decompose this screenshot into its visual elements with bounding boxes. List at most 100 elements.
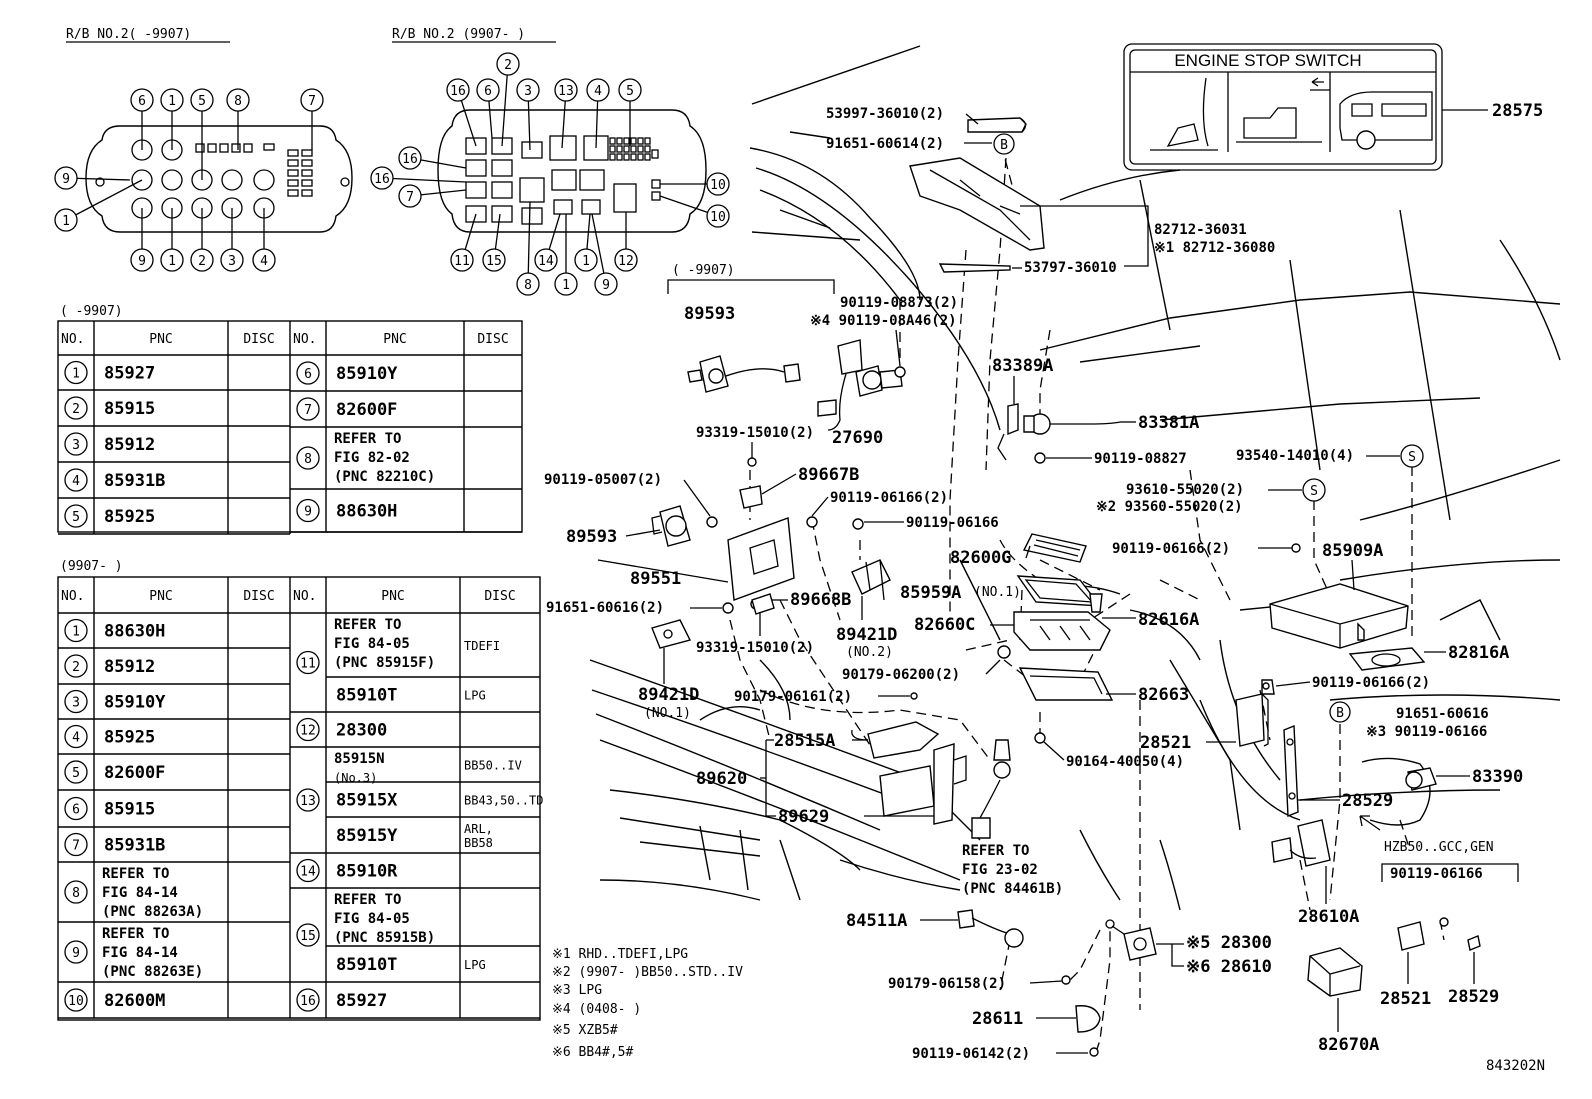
rb-old-callout-10-number: 2 bbox=[198, 254, 206, 269]
table-new-right-group-3-no: 13 bbox=[296, 788, 320, 812]
ref-marker-b-top bbox=[993, 133, 1015, 155]
engine-stop-switch-label: ENGINE STOP SWITCH 28575 bbox=[1123, 43, 1543, 171]
table-old-right-row-4-pnc: 88630H bbox=[336, 502, 397, 522]
label-89421d-no1-sub: (NO.1) bbox=[644, 706, 691, 721]
table-old-left-row-5-no: 5 bbox=[64, 504, 88, 528]
label-90179-06200: 90179-06200(2) bbox=[842, 667, 960, 683]
table-new-right-group-6-no: 16 bbox=[296, 988, 320, 1012]
label-82616a: 82616A bbox=[1138, 610, 1199, 630]
rb-new-callout-9-number: 16 bbox=[374, 172, 390, 187]
ref-marker-b-top-text: B bbox=[1000, 138, 1008, 153]
rb-old-callout-12-number: 4 bbox=[260, 254, 268, 269]
label-90119-08873: 90119-08873(2) bbox=[840, 295, 958, 311]
label-82712-36080: ※1 82712-36080 bbox=[1154, 240, 1275, 256]
table-new-right-row-9-pnc: 85910T bbox=[336, 955, 397, 975]
label-28611: 28611 bbox=[972, 1009, 1023, 1029]
table-new-left-row-8-no-number: 8 bbox=[72, 886, 80, 901]
table-old-right-row-3-pnc-line-2: FIG 82-02 bbox=[334, 450, 410, 466]
rb-new-callout-19-number: 9 bbox=[602, 278, 610, 293]
rb-new-callout-7-number: 5 bbox=[626, 84, 634, 99]
label-91651-60614: 91651-60614(2) bbox=[826, 136, 944, 152]
rb-new-callout-17: 1 bbox=[554, 272, 578, 296]
rb-old-callout-11: 3 bbox=[220, 248, 244, 272]
rb-old-callout-1: 6 bbox=[130, 88, 154, 112]
label-82663: 82663 bbox=[1138, 685, 1189, 705]
label-27690: 27690 bbox=[832, 428, 883, 448]
label-90119-06166-e: ※3 90119-06166 bbox=[1366, 724, 1487, 740]
table-new-right-row-4-pnc-line-1: 85915N bbox=[334, 751, 385, 767]
label-93540-14010: 93540-14010(4) bbox=[1236, 448, 1354, 464]
table-old-right-group-1-no-number: 6 bbox=[304, 367, 312, 382]
table-old-right-group-3-no: 8 bbox=[296, 446, 320, 470]
label-28515a: 28515A bbox=[774, 731, 835, 751]
rb-new-callout-10-number: 7 bbox=[406, 190, 414, 205]
table-old-header-5: PNC bbox=[383, 332, 406, 347]
table-new-right-row-2-pnc: 85910T bbox=[336, 686, 397, 706]
rb-new-callout-14-number: 15 bbox=[486, 254, 502, 269]
label-82816a: 82816A bbox=[1448, 643, 1509, 663]
label-82712-36031: 82712-36031 bbox=[1154, 222, 1247, 238]
table-new-right-row-5-disc: BB43,50..TD bbox=[464, 794, 543, 808]
table-old-left-row-2-no: 2 bbox=[64, 396, 88, 420]
table-old-left-row-4-pnc: 85931B bbox=[104, 471, 165, 491]
table-new-left-row-7-pnc: 85931B bbox=[104, 836, 165, 856]
table-old-left-row-5-no-number: 5 bbox=[72, 510, 80, 525]
rb-old-callout-5: 7 bbox=[300, 88, 324, 112]
label-89668b: 89668B bbox=[790, 590, 851, 610]
table-new-left-row-1-no: 1 bbox=[64, 618, 88, 643]
label-28300: ※5 28300 bbox=[1186, 933, 1272, 953]
note-2: ※2 (9907- )BB50..STD..IV bbox=[552, 965, 743, 980]
rb-old-callout-11-number: 3 bbox=[228, 254, 236, 269]
table-old-right-group-4-no-number: 9 bbox=[304, 505, 312, 520]
label-refer-fig-23-02-l3: (PNC 84461B) bbox=[962, 881, 1063, 897]
label-90119-06142: 90119-06142(2) bbox=[912, 1046, 1030, 1062]
rb-new-callout-3-number: 6 bbox=[484, 84, 492, 99]
table-old-left-row-3-no-number: 3 bbox=[72, 438, 80, 453]
rb-old-callout-10: 2 bbox=[190, 248, 214, 272]
table-new-right-group-3-no-number: 13 bbox=[300, 794, 316, 809]
label-90119-06166-b: 90119-06166 bbox=[906, 515, 999, 531]
rb-old-callout-1-number: 6 bbox=[138, 94, 146, 109]
note-5: ※5 XZB5# bbox=[552, 1023, 618, 1038]
rb-new-callout-4-number: 3 bbox=[524, 84, 532, 99]
table-new-right-row-9-disc: LPG bbox=[464, 958, 486, 972]
rb-old-callout-9-number: 1 bbox=[168, 254, 176, 269]
table-old-left-row-1-pnc: 85927 bbox=[104, 364, 155, 384]
label-range-9907: ( -9907) bbox=[672, 263, 735, 278]
label-84511a: 84511A bbox=[846, 911, 907, 931]
table-new-left-row-4-no: 4 bbox=[64, 724, 88, 749]
label-89421d-no2: 89421D bbox=[836, 625, 897, 645]
note-1: ※1 RHD..TDEFI,LPG bbox=[552, 947, 688, 962]
table-new-left-row-4-pnc: 85925 bbox=[104, 728, 155, 748]
part-labels: 53997-36010(2) 91651-60614(2) B 82712-36… bbox=[544, 106, 1545, 1074]
table-new-left-row-8-pnc-line-1: REFER TO bbox=[102, 866, 169, 882]
rb-new-callout-13: 11 bbox=[450, 248, 474, 272]
rb-new-callout-16-number: 14 bbox=[538, 254, 554, 269]
rb-old-callout-3: 5 bbox=[190, 88, 214, 112]
rb-old-callout-8: 9 bbox=[130, 248, 154, 272]
table-new-right-group-2-no-number: 12 bbox=[300, 724, 316, 739]
part-28575: 28575 bbox=[1492, 101, 1543, 121]
table-new-left-row-9-pnc-line-2: FIG 84-14 bbox=[102, 945, 178, 961]
table-new-left-row-2-pnc: 85912 bbox=[104, 657, 155, 677]
table-new-left-row-6-pnc: 85915 bbox=[104, 800, 155, 820]
rb-new-callout-6-number: 4 bbox=[594, 84, 602, 99]
table-new-right-row-1-pnc-line-3: (PNC 85915F) bbox=[334, 655, 435, 671]
relay-box-new-caption: R/B NO.2 (9907- ) bbox=[392, 27, 525, 42]
rb-new-callout-18-number: 1 bbox=[582, 254, 590, 269]
rb-new-callout-13-number: 11 bbox=[454, 254, 470, 269]
relay-box-old-caption: R/B NO.2( -9907) bbox=[66, 27, 191, 42]
table-new-right-row-8-pnc-line-3: (PNC 85915B) bbox=[334, 930, 435, 946]
table-old-left-row-4-no-number: 4 bbox=[72, 474, 80, 489]
table-new-left-row-7-no-number: 7 bbox=[72, 839, 80, 854]
rb-new-callout-1-number: 2 bbox=[504, 58, 512, 73]
table-old-header-4: NO. bbox=[293, 332, 316, 347]
ref-marker-s-right-text: S bbox=[1408, 450, 1416, 465]
table-old-left-row-4-no: 4 bbox=[64, 468, 88, 492]
note-6: ※6 BB4#,5# bbox=[552, 1045, 634, 1060]
label-28521-top: 28521 bbox=[1140, 733, 1191, 753]
table-new-right-row-10-pnc: 85927 bbox=[336, 991, 387, 1011]
rb-new-callout-10: 7 bbox=[398, 184, 422, 208]
table-old-left-row-3-pnc: 85912 bbox=[104, 435, 155, 455]
rb-new-callout-5: 13 bbox=[554, 78, 578, 102]
